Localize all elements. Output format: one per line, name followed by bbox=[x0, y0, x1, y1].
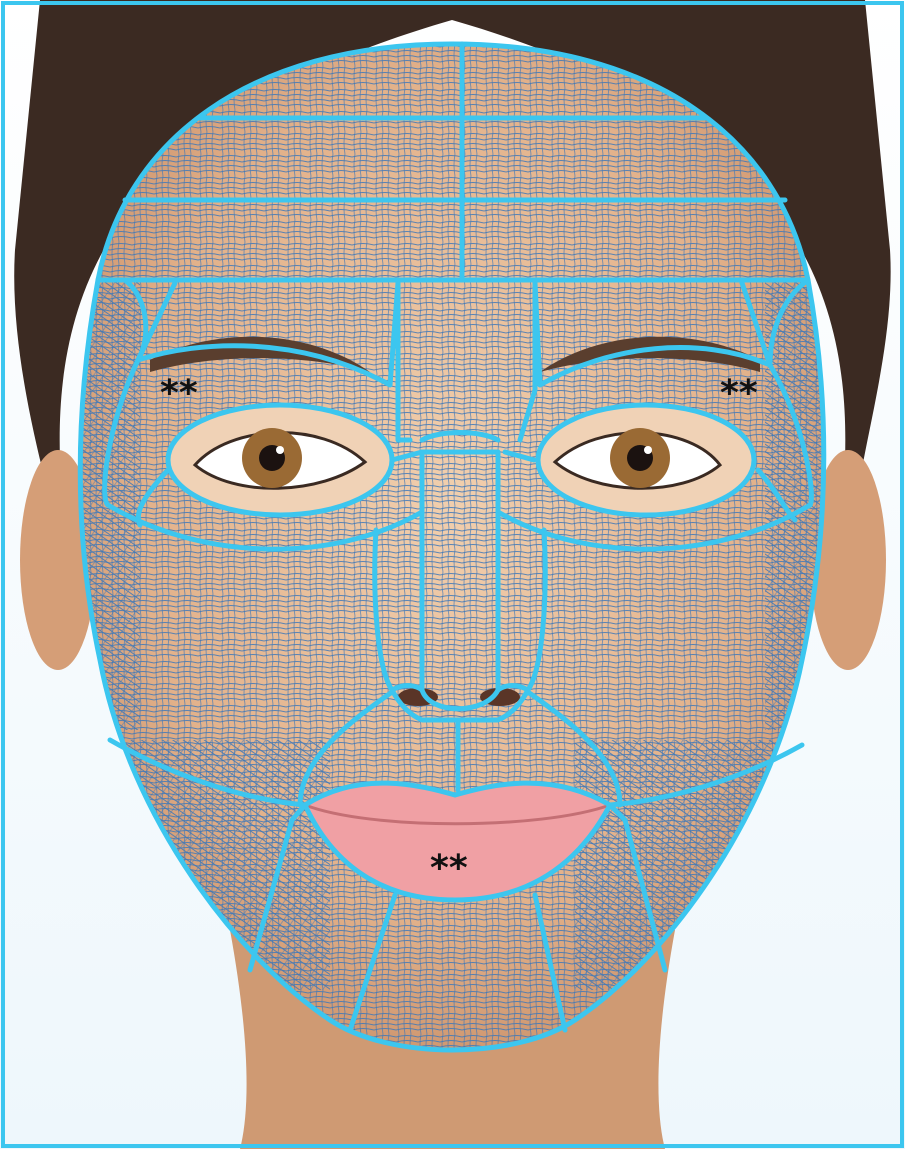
right-eye-marker: ** bbox=[720, 373, 758, 414]
left-eye-marker: ** bbox=[160, 373, 198, 414]
lips-marker: ** bbox=[430, 848, 468, 889]
